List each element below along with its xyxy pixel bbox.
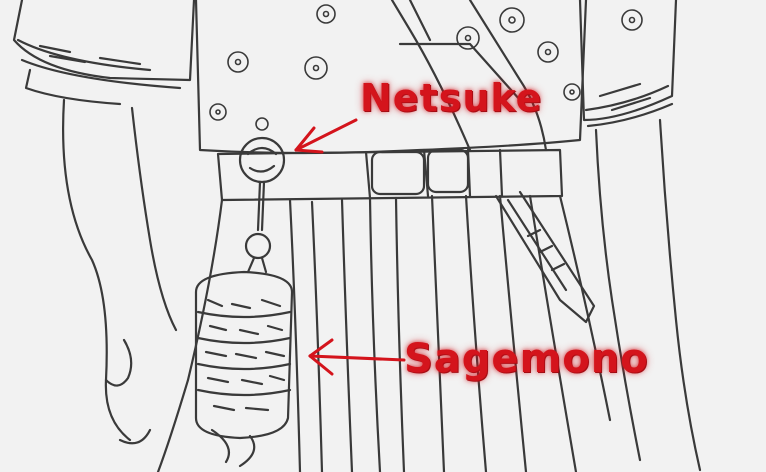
netsuke-arrow xyxy=(296,120,356,152)
hakama-pleats xyxy=(158,196,610,472)
right-sleeve xyxy=(580,0,676,126)
left-sleeve xyxy=(14,0,194,104)
left-arm xyxy=(63,100,176,443)
arrow-left-icon xyxy=(310,356,404,360)
netsuke-toggle xyxy=(240,138,284,182)
right-arm xyxy=(596,120,700,470)
sagemono-arrow xyxy=(310,340,404,374)
netsuke-label: Netsuke xyxy=(360,76,542,120)
arrow-left-icon xyxy=(296,120,356,150)
netsuke-cord xyxy=(246,182,270,272)
sagemono-container xyxy=(196,272,292,466)
obi-belt xyxy=(218,150,562,200)
sagemono-label: Sagemono xyxy=(404,336,649,382)
